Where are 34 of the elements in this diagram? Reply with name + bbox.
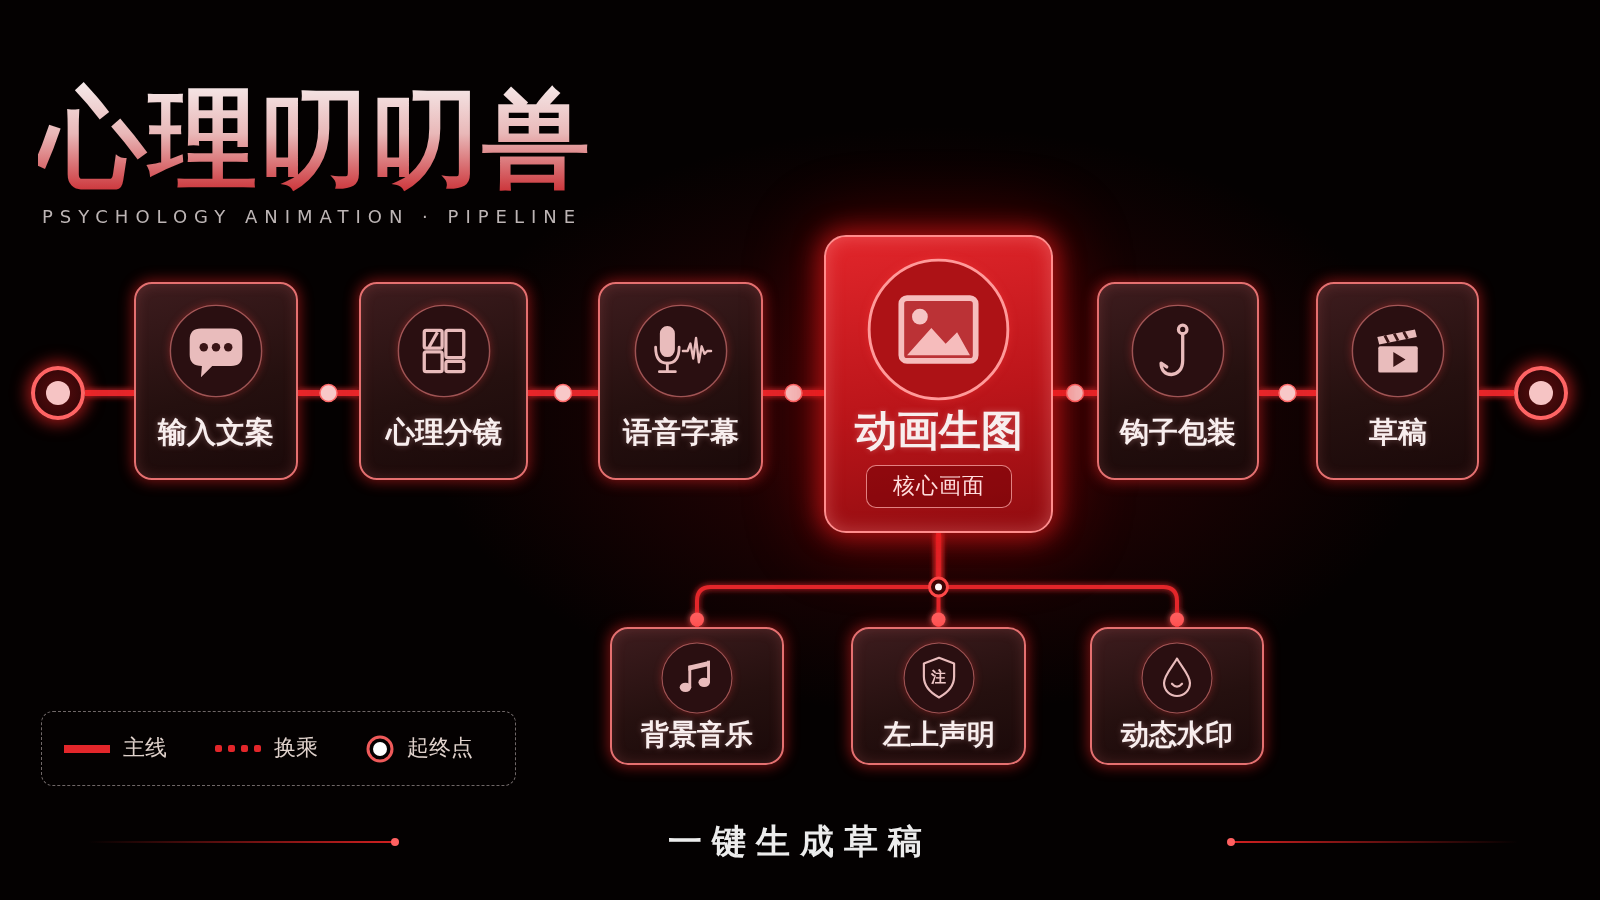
- subtitle: PSYCHOLOGY ANIMATION · PIPELINE: [42, 206, 583, 228]
- process-box: [1097, 282, 1259, 480]
- highlight-process-box: [824, 235, 1053, 533]
- connector-line: [763, 390, 824, 396]
- connector-line: [936, 533, 1184, 627]
- step-label: 心理分镜: [385, 415, 502, 450]
- process-box: [598, 282, 763, 480]
- connector-line: [528, 390, 598, 396]
- highlight-tag: 核心画面: [865, 465, 1012, 509]
- endpoint-circle: [31, 366, 85, 420]
- shield-mark-label: 注: [931, 669, 946, 685]
- connector-line: [298, 390, 359, 396]
- process-box: [359, 282, 528, 480]
- step-label: 动态水印: [1121, 718, 1233, 752]
- process-box: [610, 627, 784, 765]
- process-box: [134, 282, 298, 480]
- connector-line: [1479, 390, 1514, 396]
- step-label: 语音字幕: [622, 415, 739, 450]
- process-box: [851, 627, 1026, 765]
- process-box: [1090, 627, 1264, 765]
- step-label: 背景音乐: [641, 718, 753, 752]
- step-label: 左上声明: [882, 718, 995, 752]
- legend-label: 主线: [123, 734, 167, 763]
- step-label: 动画生图: [854, 406, 1023, 457]
- step-label: 草稿: [1368, 415, 1427, 450]
- tagline: 一键生成草稿: [668, 820, 932, 863]
- connector-line: [85, 390, 134, 396]
- legend-label: 换乘: [274, 734, 318, 763]
- step-label: 输入文案: [158, 415, 274, 450]
- endpoint-circle: [1514, 366, 1568, 420]
- connector-line: [1259, 390, 1316, 396]
- process-box: [1316, 282, 1479, 480]
- legend-label: 起终点: [407, 734, 473, 763]
- step-label: 钩子包装: [1120, 415, 1236, 450]
